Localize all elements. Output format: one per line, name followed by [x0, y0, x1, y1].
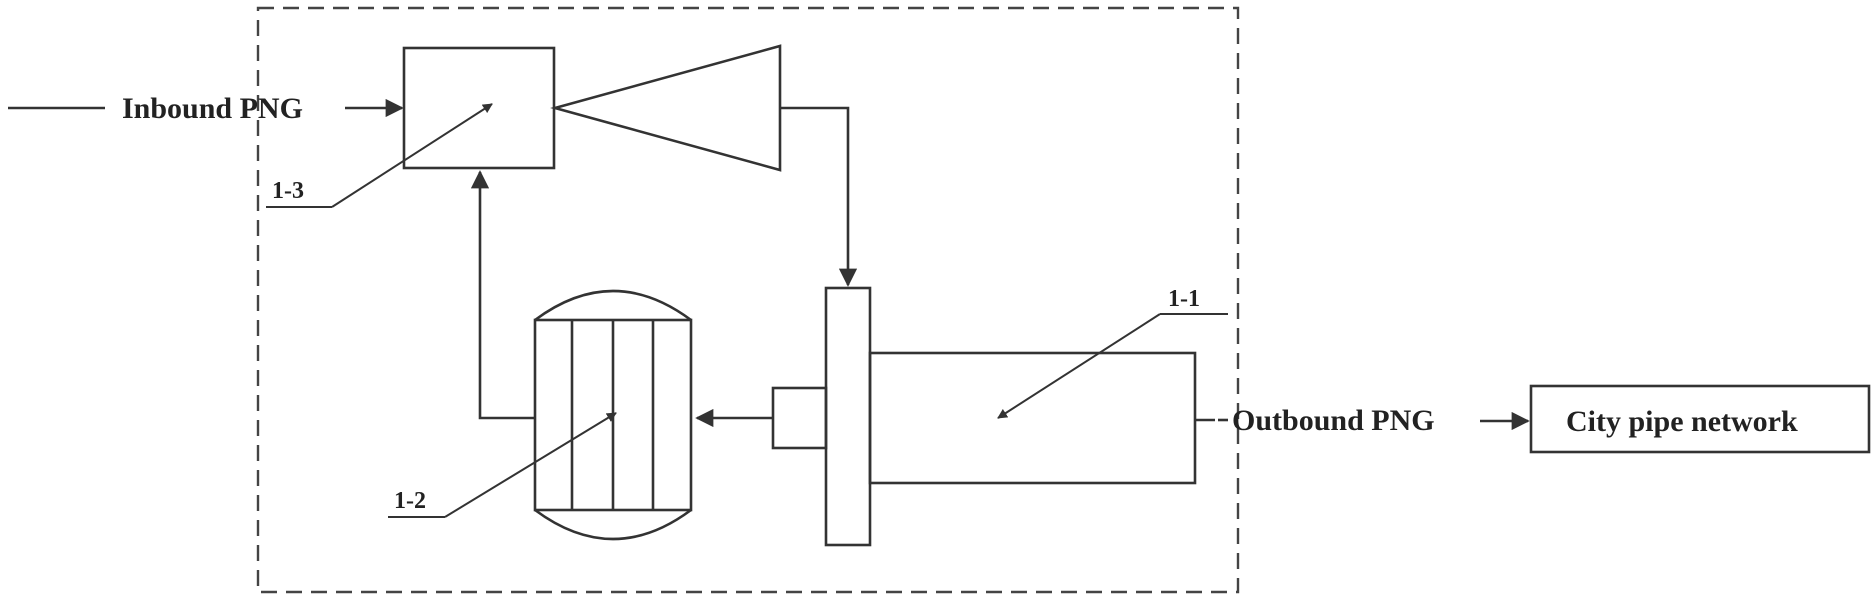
ref-1-3: 1-3 [272, 178, 304, 204]
unit-1-1-tank [870, 353, 1195, 483]
ref-1-2-leader [445, 413, 616, 517]
outbound-label: Outbound PNG [1232, 404, 1435, 437]
ref-1-3-leader [332, 104, 492, 207]
compressor-triangle [555, 46, 780, 170]
compressor-outlet-line [780, 108, 848, 285]
unit-1-3-box [404, 48, 554, 168]
vertical-column [826, 288, 870, 545]
ref-1-1: 1-1 [1168, 286, 1200, 312]
inbound-label: Inbound PNG [122, 92, 303, 125]
nozzle-box [773, 388, 826, 448]
exchanger-return-line [480, 172, 535, 418]
ref-1-1-leader [998, 314, 1160, 418]
city-pipe-network-label: City pipe network [1566, 405, 1798, 438]
ref-1-2: 1-2 [394, 488, 426, 514]
